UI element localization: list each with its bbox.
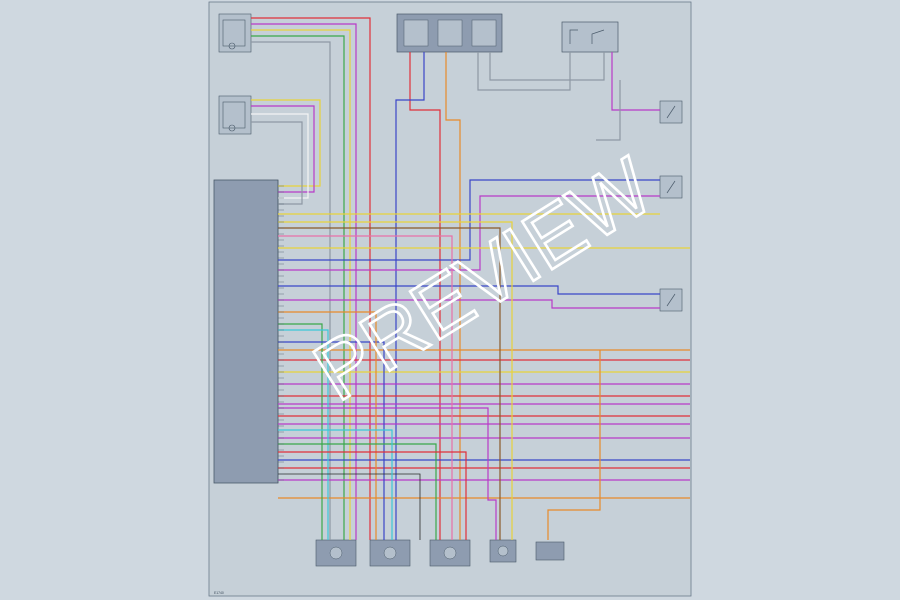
wire bbox=[251, 29, 351, 540]
wire bbox=[251, 113, 309, 199]
wire bbox=[278, 195, 660, 271]
wire bbox=[409, 52, 441, 540]
wire bbox=[251, 23, 357, 540]
wire bbox=[278, 451, 467, 540]
top-center-module bbox=[396, 13, 503, 53]
bottom-component-2 bbox=[369, 539, 411, 567]
bottom-component-3 bbox=[429, 539, 471, 567]
wire bbox=[251, 17, 371, 540]
wire bbox=[278, 443, 437, 540]
right-sensor-3 bbox=[659, 288, 683, 312]
wire bbox=[278, 285, 660, 295]
wire bbox=[278, 299, 660, 309]
wire bbox=[278, 311, 377, 540]
top-right-switch bbox=[561, 21, 619, 53]
bottom-component-4 bbox=[489, 539, 517, 563]
right-sensor-1 bbox=[659, 100, 683, 124]
wire bbox=[251, 41, 331, 540]
wire bbox=[251, 121, 303, 205]
wire bbox=[278, 407, 497, 540]
bottom-component-5 bbox=[535, 541, 565, 561]
wire bbox=[547, 350, 601, 540]
wire bbox=[278, 329, 329, 540]
wire bbox=[395, 52, 425, 540]
diagram-sheet bbox=[208, 1, 692, 597]
wire bbox=[278, 473, 421, 540]
top-left-component-1 bbox=[218, 13, 252, 53]
wire bbox=[278, 227, 501, 540]
wire-layer bbox=[251, 17, 690, 540]
wire bbox=[611, 52, 660, 111]
footer-code: E1740 bbox=[214, 591, 224, 595]
wire bbox=[596, 80, 621, 141]
wire bbox=[477, 52, 571, 91]
wire bbox=[278, 179, 660, 261]
main-control-module bbox=[213, 179, 279, 484]
right-sensor-2 bbox=[659, 175, 683, 199]
wire bbox=[278, 429, 393, 540]
wire bbox=[251, 105, 315, 193]
wire bbox=[278, 323, 323, 540]
pin-marks bbox=[278, 185, 284, 481]
bottom-component-1 bbox=[315, 539, 357, 567]
wire bbox=[445, 52, 461, 540]
wire bbox=[489, 52, 605, 81]
top-left-component-2 bbox=[218, 95, 252, 135]
wire bbox=[251, 99, 321, 187]
wire bbox=[278, 235, 453, 540]
wire bbox=[278, 221, 513, 540]
